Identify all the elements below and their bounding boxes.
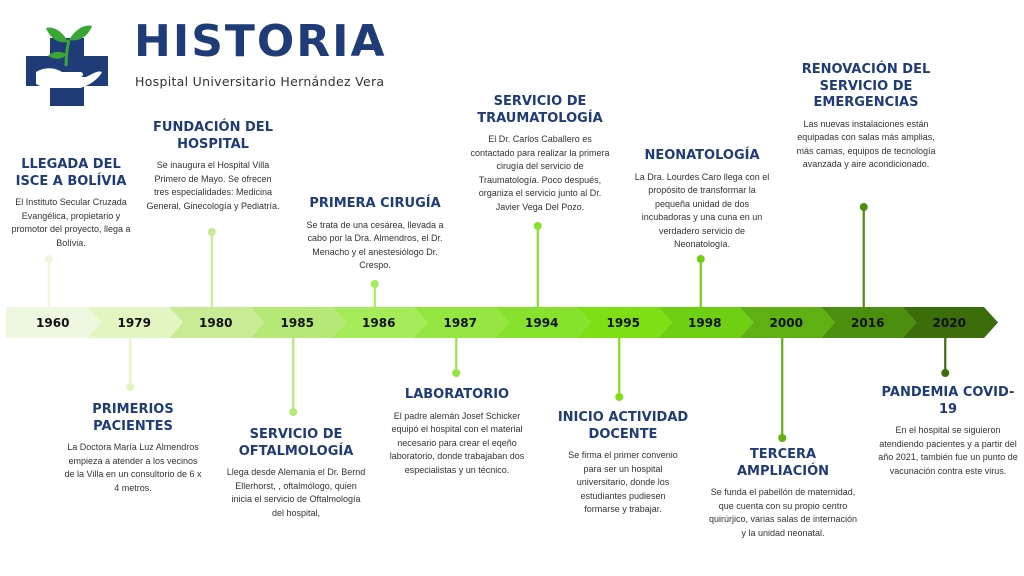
event-title: RENOVACIÓN DEL SERVICIO DE EMERGENCIAS [801, 62, 931, 111]
timeline-year-label: 1985 [281, 316, 314, 330]
event-description: El padre alemán Josef Schicker equipó el… [389, 410, 525, 475]
event-description: La Doctora María Luz Almendros empieza a… [64, 442, 202, 493]
hand-icon [36, 68, 102, 88]
event-description: Se inaugura el Hospital Villa Primero de… [146, 160, 280, 211]
page-subtitle: Hospital Universitario Hernández Vera [135, 74, 385, 89]
timeline-year-label: 2000 [770, 316, 803, 330]
timeline-year-label: 2020 [933, 316, 966, 330]
timeline-segment [413, 307, 509, 338]
timeline-dot [289, 408, 298, 416]
event-oftalmologia: SERVICIO DE OFTALMOLOGÍA Llega desde Ale… [226, 427, 366, 520]
event-title: TERCERA AMPLIACIÓN [736, 447, 829, 479]
timeline-segment [495, 307, 591, 338]
timeline-segment [902, 307, 998, 338]
event-emergencias: RENOVACIÓN DEL SERVICIO DE EMERGENCIAS L… [796, 62, 936, 172]
timeline-dot [370, 280, 379, 288]
event-title: PANDEMIA COVID-19 [881, 385, 1015, 417]
timeline-segment [332, 307, 428, 338]
timeline-segment [6, 307, 102, 338]
timeline-dot [207, 228, 216, 236]
event-description: Se firma el primer convenio para ser un … [568, 450, 678, 515]
timeline-dot [859, 203, 868, 211]
timeline-segment [250, 307, 346, 338]
event-title: INICIO ACTIVIDAD DOCENTE [557, 410, 689, 442]
event-title: SERVICIO DE OFTALMOLOGÍA [238, 427, 354, 459]
timeline-segment [658, 307, 754, 338]
event-description: En el hospital se siguieron atendiendo p… [878, 425, 1018, 476]
timeline-segment [169, 307, 265, 338]
event-title: LLEGADA DEL ISCE A BOLÍVIA [15, 157, 127, 189]
event-description: Llega desde Alemania el Dr. Bernd Ellerh… [226, 467, 366, 518]
event-title: SERVICIO DE TRAUMATOLOGÍA [477, 94, 603, 126]
timeline-dot [615, 393, 624, 401]
event-neonatologia: NEONATOLOGÍA La Dra. Lourdes Caro llega … [632, 148, 772, 252]
event-description: El Dr. Carlos Caballero es contactado pa… [470, 134, 610, 212]
event-tercera-ampliacion: TERCERA AMPLIACIÓN Se funda el pabellón … [708, 447, 858, 540]
timeline-dot [941, 369, 950, 377]
timeline-year-label: 1987 [444, 316, 477, 330]
event-actividad-docente: INICIO ACTIVIDAD DOCENTE Se firma el pri… [548, 410, 698, 517]
timeline-dot [44, 255, 53, 263]
hospital-logo [26, 25, 108, 106]
event-title: FUNDACIÓN DEL HOSPITAL [153, 120, 273, 152]
event-description: Se funda el pabellón de maternidad, que … [708, 487, 858, 538]
event-laboratorio: LABORATORIO El padre alemán Josef Schick… [386, 387, 528, 477]
event-description: Se trata de una cesárea, llevada a cabo … [306, 219, 444, 271]
event-primeros-pacientes: PRIMERIOS PACIENTES La Doctora María Luz… [64, 402, 202, 495]
timeline-bar: 1960 1979 1980 1985 1986 1987 1994 1995 1998 2000… [6, 307, 998, 338]
event-title: NEONATOLOGÍA [644, 148, 760, 163]
event-title: PRIMERIOS PACIENTES [92, 402, 174, 434]
timeline-year-label: 1986 [362, 316, 395, 330]
event-description: Las nuevas instalaciones están equipadas… [796, 118, 936, 170]
event-title: PRIMERA CIRUGÍA [309, 196, 441, 211]
event-title: LABORATORIO [404, 387, 510, 402]
timeline-dot [778, 434, 787, 442]
event-pandemia: PANDEMIA COVID-19 En el hospital se sigu… [878, 385, 1018, 478]
timeline-stems [44, 203, 950, 442]
timeline-year-label: 1994 [525, 316, 558, 330]
timeline-segment [739, 307, 835, 338]
timeline-year-label: 2016 [851, 316, 884, 330]
page-title: HISTORIA [134, 16, 387, 67]
event-description: El Instituto Secular Cruzada Evangélica,… [11, 197, 131, 248]
timeline-year-label: 1998 [688, 316, 721, 330]
timeline-segment [821, 307, 917, 338]
timeline-dot [533, 222, 542, 230]
timeline-year-label: 1995 [607, 316, 640, 330]
event-traumatologia: SERVICIO DE TRAUMATOLOGÍA El Dr. Carlos … [470, 94, 610, 214]
timeline-segment [87, 307, 183, 338]
timeline-segment [576, 307, 672, 338]
event-llegada-isce: LLEGADA DEL ISCE A BOLÍVIA El Instituto … [4, 157, 138, 250]
event-primera-cirugia: PRIMERA CIRUGÍA Se trata de una cesárea,… [300, 196, 450, 273]
timeline-year-label: 1980 [199, 316, 232, 330]
event-description: La Dra. Lourdes Caro llega con el propós… [634, 171, 770, 250]
timeline-dot [452, 369, 461, 377]
plant-icon [46, 25, 92, 67]
event-fundacion: FUNDACIÓN DEL HOSPITAL Se inaugura el Ho… [146, 120, 280, 213]
timeline-year-label: 1960 [36, 316, 69, 330]
timeline-dot [696, 255, 705, 263]
timeline-dot [126, 383, 135, 391]
timeline-year-label: 1979 [118, 316, 151, 330]
